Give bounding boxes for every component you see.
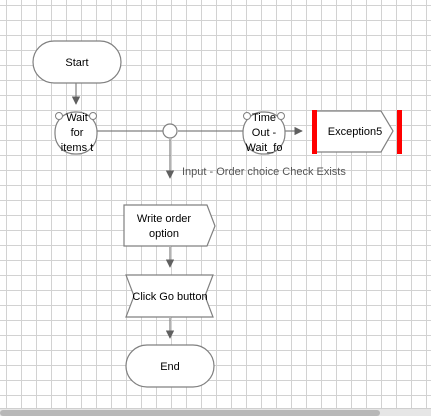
timeout-node-line-3: Wait_fo [246,142,283,154]
scrollbar-thumb[interactable] [0,410,380,416]
exception-left-bar [312,110,317,154]
wait-node-line-2: for [71,127,84,139]
wait-for-items-node[interactable]: Wait for items t [54,111,98,155]
timeout-node-line-2: Out - [252,127,277,139]
start-node-label: Start [65,57,88,69]
wait-node-handle-right [89,112,97,120]
write-order-option-node[interactable]: Write order option [123,204,216,247]
exception-node[interactable]: Exception5 [312,110,402,154]
timeout-node-handle-right [277,112,285,120]
wait-node-line-3: items t [61,142,93,154]
wait-node-handle-left [55,112,63,120]
timeout-node[interactable]: Time Out - Wait_fo [242,111,286,155]
end-node-label: End [160,361,180,373]
start-node[interactable]: Start [32,40,122,84]
wait-node-line-1: Wait [66,112,88,124]
junction-node[interactable] [162,123,178,139]
exception-node-label: Exception5 [328,126,382,138]
exception-right-bar [397,110,402,154]
horizontal-scrollbar[interactable] [0,408,431,416]
end-node[interactable]: End [125,344,215,388]
timeout-node-line-1: Time [252,112,276,124]
click-go-button-node[interactable]: Click Go button [125,274,214,318]
click-go-label: Click Go button [132,291,207,303]
timeout-node-handle-left [243,112,251,120]
write-order-line-2: option [149,228,179,240]
edge-label-input-order-choice: Input - Order choice Check Exists [182,166,346,178]
write-order-line-1: Write order [137,213,192,225]
